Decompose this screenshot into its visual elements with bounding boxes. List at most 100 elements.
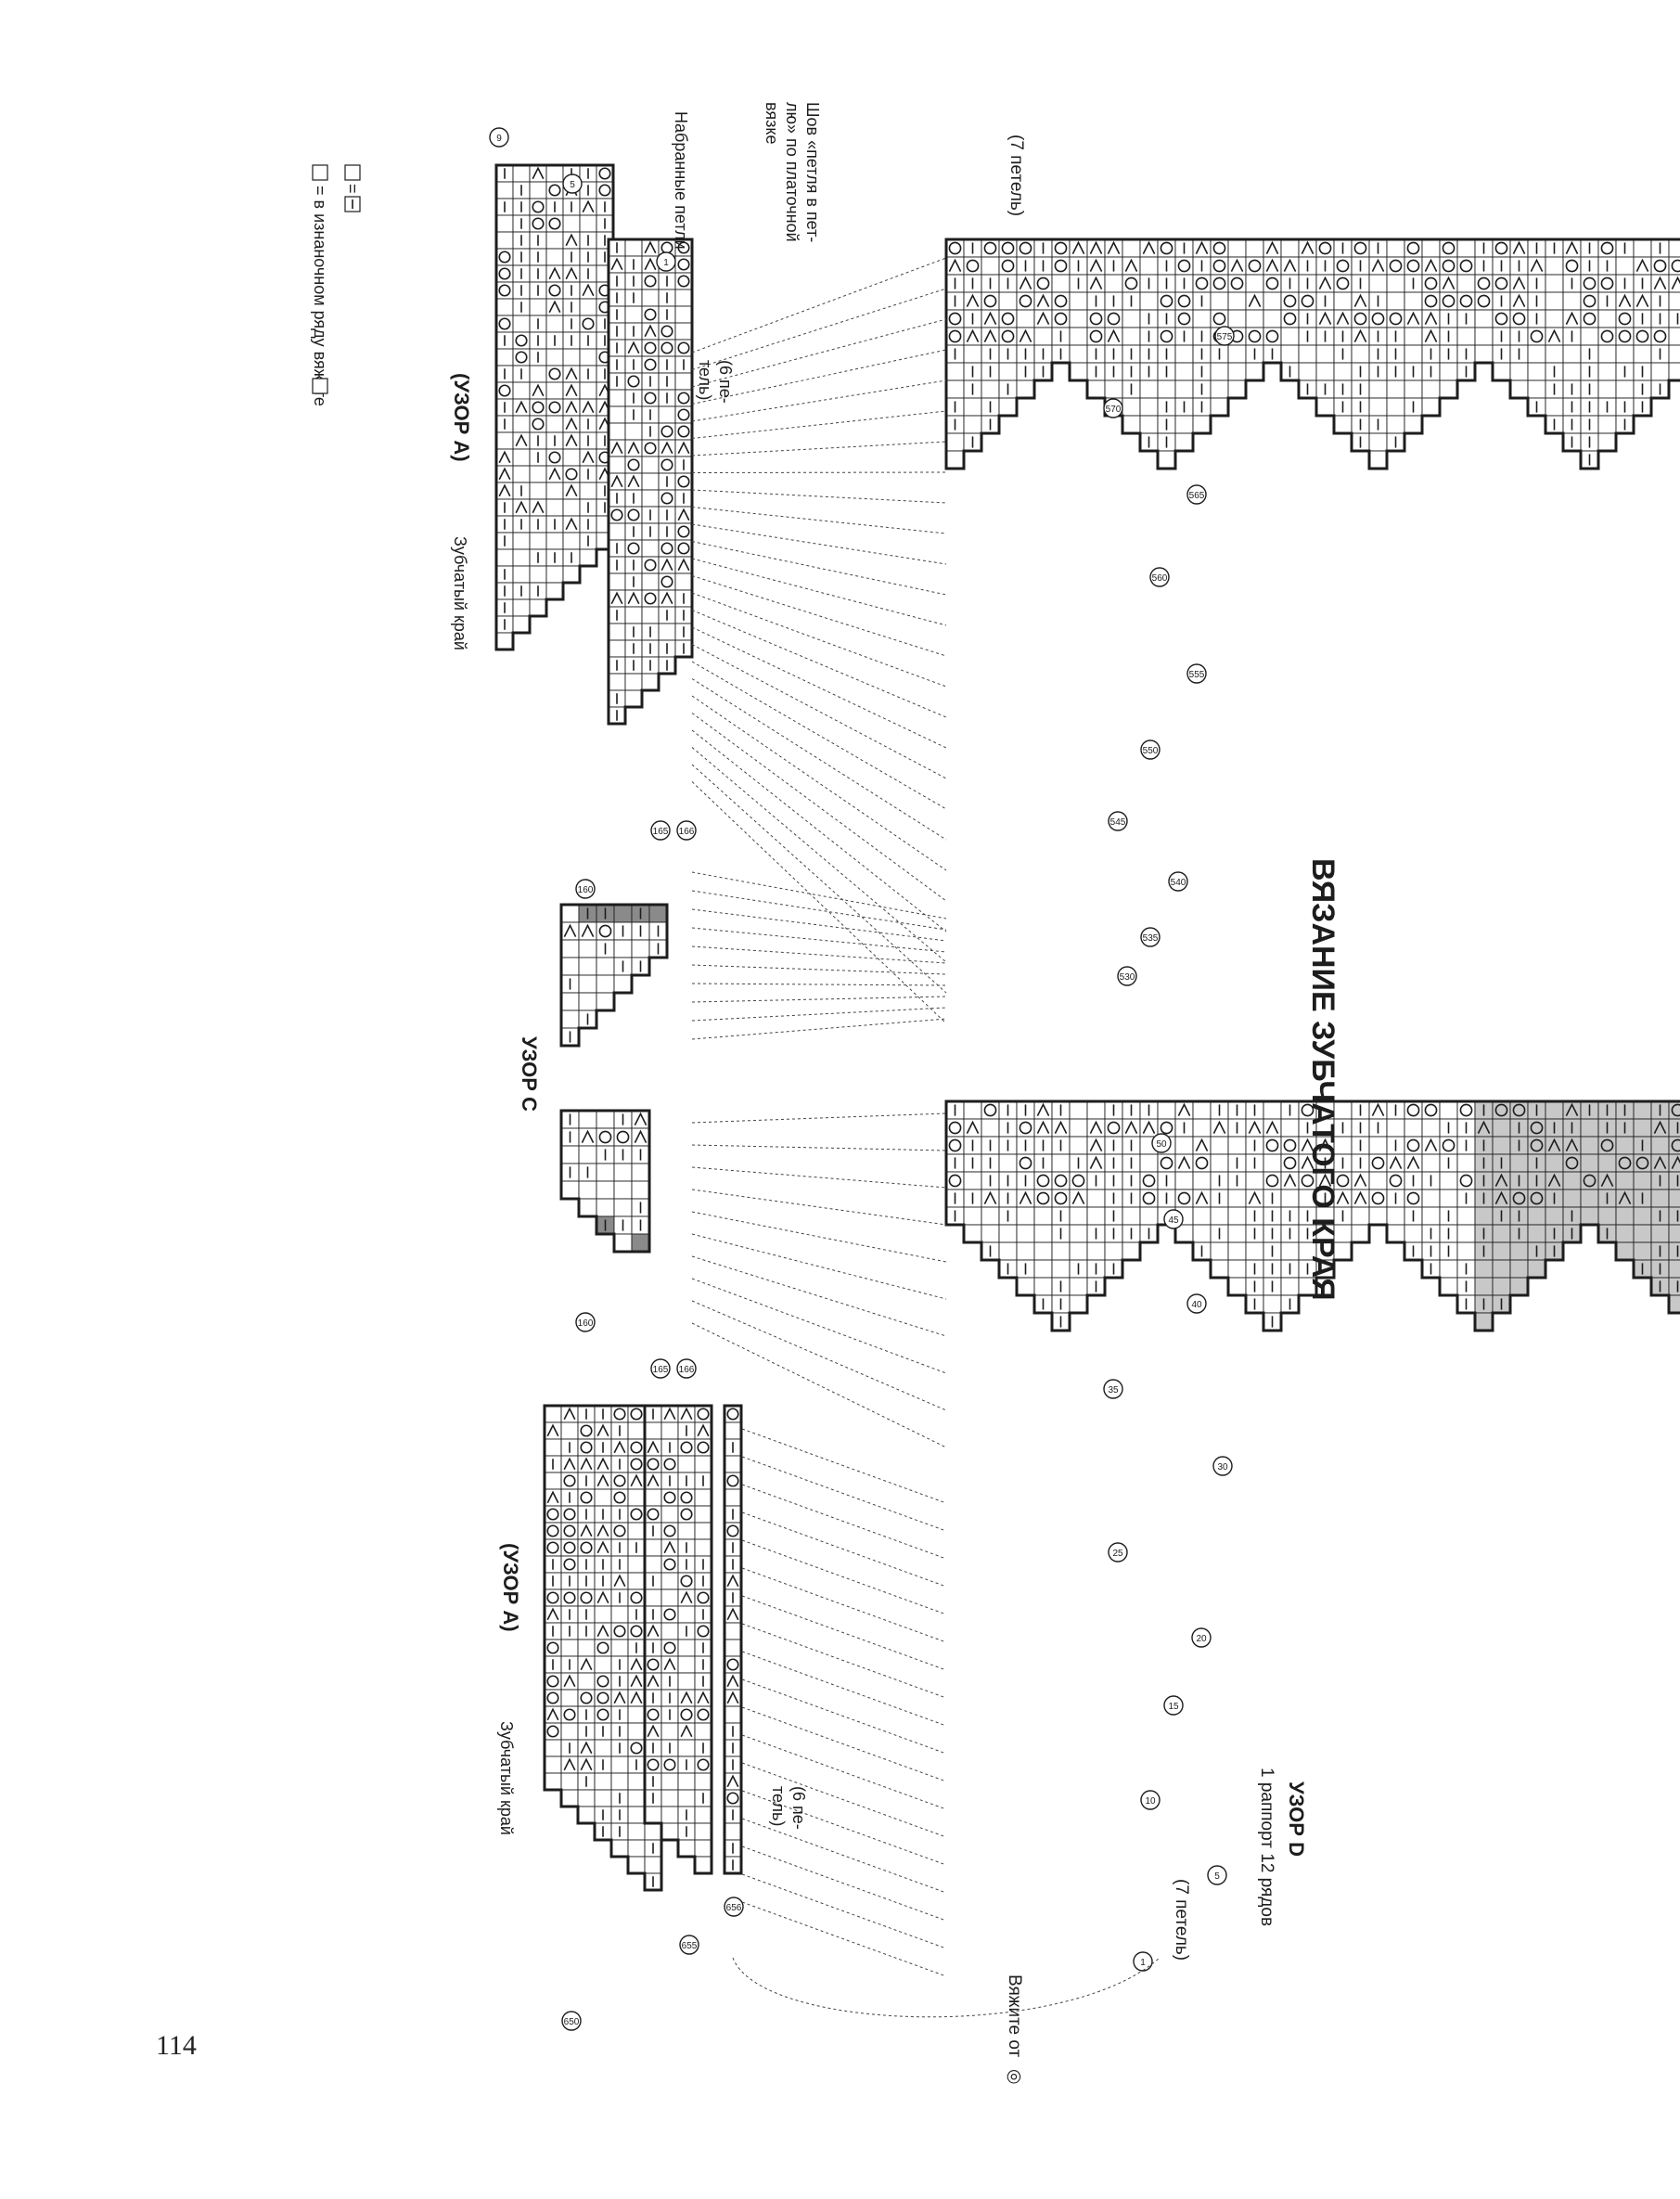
decrease-symbol	[1353, 293, 1367, 307]
chart-cell	[1386, 397, 1405, 417]
chart-cell	[1227, 1241, 1247, 1261]
pattern-d-label: УЗОР D	[1285, 1781, 1308, 1857]
chart-cell	[627, 1555, 646, 1574]
decrease-symbol	[663, 1540, 676, 1554]
decrease-symbol	[680, 1407, 693, 1421]
chart-cell	[1033, 1259, 1053, 1279]
connector-line	[691, 1018, 947, 1040]
chart-cell	[963, 397, 982, 417]
decrease-symbol	[610, 441, 623, 455]
chart-cell	[1527, 1224, 1546, 1243]
chart-cell	[578, 957, 597, 976]
pattern-a-stitches-note-upper: (6 пе-тель)	[696, 360, 735, 404]
chart-cell	[1509, 1277, 1529, 1296]
row-number-circle	[1212, 1456, 1233, 1476]
chart-cell	[1597, 379, 1617, 399]
chart-cell	[1421, 397, 1441, 417]
chart-cell	[560, 1772, 579, 1791]
decrease-symbol	[644, 324, 657, 338]
yarn-over-symbol	[677, 425, 690, 438]
chart-cell	[1280, 1277, 1300, 1296]
decrease-symbol	[983, 311, 997, 325]
row-marker-565: 565	[1186, 484, 1207, 505]
row-number-label: 160	[578, 885, 594, 895]
chart-cell	[1421, 1189, 1441, 1208]
chart-cell	[1633, 1206, 1652, 1226]
yarn-over-symbol	[644, 592, 657, 605]
yarn-over-symbol	[1512, 312, 1526, 326]
decrease-symbol	[1248, 1120, 1262, 1134]
decrease-symbol	[1353, 1173, 1367, 1187]
yarn-over-symbol	[630, 1441, 643, 1454]
yarn-over-symbol	[677, 392, 690, 405]
chart-cell	[1650, 362, 1670, 381]
knit-from-symbol: ◎	[1005, 2069, 1024, 2085]
chart-cell	[1545, 1100, 1564, 1120]
chart-cell	[945, 362, 965, 381]
chart-cell	[544, 1772, 562, 1791]
chart-cell	[610, 1839, 629, 1858]
chart-cell	[963, 1171, 982, 1190]
decrease-symbol	[498, 450, 511, 464]
yarn-over-symbol	[680, 1508, 693, 1521]
chart-cell	[1069, 327, 1088, 346]
chart-cell	[1245, 274, 1264, 293]
yarn-over-symbol	[677, 525, 690, 538]
yarn-over-symbol	[1671, 1138, 1680, 1152]
yarn-over-symbol	[647, 1758, 660, 1771]
yarn-over-symbol	[1459, 259, 1473, 273]
yarn-over-symbol	[546, 1524, 559, 1537]
legend-result-cell	[312, 378, 328, 394]
yarn-over-symbol	[1459, 1174, 1473, 1188]
row-number-circle	[1163, 1695, 1184, 1716]
row-number-circle	[1108, 811, 1128, 831]
chart-cell	[1016, 1224, 1035, 1243]
chart-cell	[594, 1488, 612, 1507]
row-number-label: 535	[1143, 933, 1159, 944]
chart-cell	[1016, 379, 1035, 399]
row-marker-555: 555	[1186, 663, 1207, 684]
chart-cell	[560, 1789, 579, 1807]
connector-line	[691, 678, 947, 841]
connector-line	[691, 1255, 947, 1337]
chart-cell	[660, 1588, 679, 1607]
decrease-symbol	[966, 328, 980, 342]
chart-cell	[1668, 344, 1680, 364]
row-number-label: 15	[1168, 1702, 1179, 1712]
yarn-over-symbol	[613, 1625, 626, 1638]
chart-cell	[1033, 327, 1053, 346]
chart-cell	[674, 322, 693, 341]
chart-cell	[1227, 379, 1247, 399]
chart-cell	[694, 1806, 712, 1824]
decrease-symbol	[647, 1440, 660, 1454]
yarn-over-symbol	[546, 1691, 559, 1704]
chart-cell	[1122, 415, 1141, 434]
chart-cell	[560, 1180, 580, 1200]
connector-line	[741, 1873, 947, 1949]
chart-cell	[562, 532, 581, 550]
yarn-over-symbol	[1565, 1156, 1579, 1170]
yarn-over-symbol	[1583, 1174, 1597, 1188]
row-marker-40: 40	[1186, 1293, 1207, 1314]
chart-cell	[641, 472, 660, 491]
chart-cell	[1069, 1118, 1088, 1138]
yarn-over-symbol	[1177, 312, 1191, 326]
yarn-over-symbol	[1318, 241, 1332, 255]
chart-cell	[1527, 1259, 1546, 1279]
chart-cell	[1263, 309, 1282, 328]
chart-cell	[1633, 1224, 1652, 1243]
row-marker-540: 540	[1168, 871, 1188, 892]
decrease-symbol	[613, 1691, 626, 1704]
chart-cell	[1633, 1118, 1652, 1138]
pattern-a-lower-grid-1	[543, 1404, 663, 1892]
row-number-circle	[679, 1935, 699, 1955]
row-number-circle	[676, 1358, 697, 1379]
decrease-symbol	[1318, 276, 1332, 289]
yarn-over-symbol	[1001, 329, 1015, 343]
decrease-symbol	[565, 233, 578, 247]
chart-cell	[644, 1421, 662, 1440]
chart-cell	[1404, 379, 1423, 399]
decrease-symbol	[1318, 1173, 1332, 1187]
connector-line	[691, 1112, 947, 1124]
yarn-over-symbol	[1248, 259, 1262, 273]
